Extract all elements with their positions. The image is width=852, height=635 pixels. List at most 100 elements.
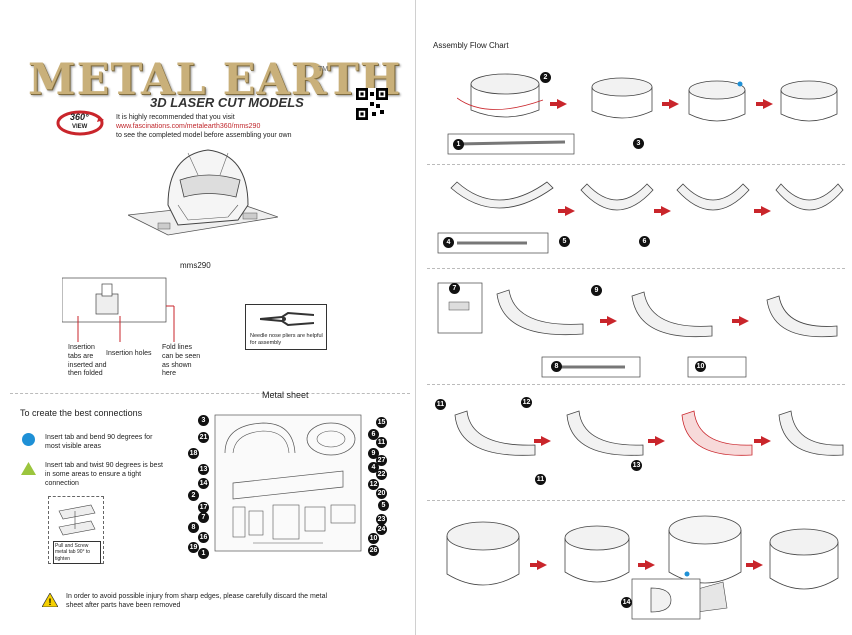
step-number-badge: 7 <box>449 283 460 294</box>
step-number-badge: 8 <box>551 361 562 372</box>
sheet-part-number: 10 <box>368 533 379 544</box>
sheet-part-number: 26 <box>368 545 379 556</box>
instruction-left-page: METAL EARTH TM 3D LASER CUT MODELS 360° … <box>0 0 416 635</box>
step-row2-visor-a <box>450 181 554 209</box>
pliers-note: Needle nose pliers are helpful for assem… <box>250 333 323 346</box>
sheet-part-number: 1 <box>198 548 209 559</box>
brand-subtitle: 3D LASER CUT MODELS <box>150 95 304 110</box>
sheet-part-number: 20 <box>376 488 387 499</box>
model-number: mms290 <box>180 261 211 270</box>
flow-arrow <box>550 99 567 109</box>
sheet-part-number: 22 <box>376 469 387 480</box>
step-row5-helmet-d <box>769 528 839 590</box>
tab-legend-diagram <box>62 277 175 342</box>
step-number-badge: 10 <box>695 361 706 372</box>
step-number-badge: 1 <box>453 139 464 150</box>
step-row3-visor-c <box>766 295 838 338</box>
step-row2-part4 <box>437 232 549 254</box>
step-number-badge: 4 <box>443 237 454 248</box>
sheet-part-number: 8 <box>188 522 199 533</box>
flow-arrow <box>530 560 547 570</box>
row-divider-2 <box>427 268 845 269</box>
sheet-part-number: 3 <box>198 415 209 426</box>
flow-arrow <box>654 206 671 216</box>
intro-line-3: to see the completed model before assemb… <box>116 132 292 139</box>
qr-code[interactable] <box>356 88 388 120</box>
flow-arrow <box>754 436 771 446</box>
intro-line-1: It is highly recommended that you visit <box>116 114 235 121</box>
step-row4-visor-b <box>566 410 644 456</box>
step-number-badge: 13 <box>631 460 642 471</box>
connections-title: To create the best connections <box>20 408 143 418</box>
flow-arrow <box>558 206 575 216</box>
warning-text: In order to avoid possible injury from s… <box>66 593 328 609</box>
brand-logo: METAL EARTH <box>28 55 402 105</box>
sheet-part-number: 21 <box>198 432 209 443</box>
sheet-part-number: 24 <box>376 524 387 535</box>
sheet-part-number: 23 <box>376 514 387 525</box>
row-divider-4 <box>427 500 845 501</box>
step-row3-part8 <box>541 356 641 378</box>
metal-sheet-title: Metal sheet <box>262 390 309 400</box>
twist-illustration: Pull and Screw metal tab 90° to tighten <box>48 496 104 564</box>
row-divider-3 <box>427 384 845 385</box>
sheet-part-number: 14 <box>198 478 209 489</box>
step-number-badge: 11 <box>435 399 446 410</box>
sheet-part-number: 11 <box>376 437 387 448</box>
intro-url[interactable]: www.fascinations.com/metalearth360/mms29… <box>116 123 261 130</box>
step-number-badge: 5 <box>559 236 570 247</box>
sheet-part-number: 16 <box>198 532 209 543</box>
step-row1-helmet-b <box>591 77 653 119</box>
step-row2-visor-d <box>775 183 844 211</box>
flow-chart-title: Assembly Flow Chart <box>433 41 509 50</box>
metal-sheet-diagram <box>214 414 362 552</box>
sheet-part-number: 7 <box>198 512 209 523</box>
flow-arrow <box>756 99 773 109</box>
sheet-part-number: 2 <box>188 490 199 501</box>
view-360-sublabel: VIEW <box>72 124 88 130</box>
step-number-badge: 11 <box>535 474 546 485</box>
step-row3-part10 <box>687 356 747 378</box>
connection-green-text: Insert tab and twist 90 degrees is best … <box>45 462 163 487</box>
flow-arrow <box>534 436 551 446</box>
step-row1-part1 <box>447 133 575 155</box>
sheet-part-number: 12 <box>368 479 379 490</box>
step-number-badge: 2 <box>540 72 551 83</box>
step-row1-helmet-c <box>688 80 746 122</box>
step-number-badge: 6 <box>639 236 650 247</box>
step-row5-helmet-a <box>446 521 520 586</box>
legend-insertion-holes: Insertion holes <box>106 350 152 357</box>
tab-twist-icon <box>58 504 96 536</box>
green-triangle-icon <box>21 462 36 475</box>
step-row2-visor-b <box>580 183 654 211</box>
step-row4-visor-c <box>681 410 753 456</box>
view-360-icon[interactable] <box>55 108 105 138</box>
sheet-part-number: 19 <box>188 542 199 553</box>
pliers-icon <box>260 311 314 327</box>
blue-dot-icon <box>22 433 35 446</box>
sheet-part-number: 4 <box>368 462 379 473</box>
flow-arrow <box>754 206 771 216</box>
flow-arrow <box>638 560 655 570</box>
flow-arrow <box>600 316 617 326</box>
flow-arrow <box>648 436 665 446</box>
step-number-badge: 12 <box>521 397 532 408</box>
step-row5-helmet-b <box>564 525 630 583</box>
sheet-part-number: 5 <box>378 500 389 511</box>
step-row1-helmet-d <box>780 80 838 122</box>
sheet-part-number: 13 <box>198 464 209 475</box>
sheet-part-number: 9 <box>368 448 379 459</box>
step-row4-visor-d <box>778 410 844 456</box>
step-row3-visor-a <box>496 289 584 336</box>
section-divider <box>10 393 410 394</box>
legend-fold-lines: Fold lines can be seen as shown here <box>162 344 201 378</box>
twist-caption: Pull and Screw metal tab 90° to tighten <box>53 541 101 564</box>
pliers-box: Needle nose pliers are helpful for assem… <box>245 304 327 350</box>
flow-arrow <box>662 99 679 109</box>
sheet-part-number: 6 <box>368 429 379 440</box>
instruction-right-page: Assembly Flow Chart <box>417 0 852 635</box>
sheet-part-number: 18 <box>188 448 199 459</box>
helmet-model-illustration <box>128 149 278 236</box>
step-row1-helmet-a <box>457 73 544 118</box>
step-number-badge: 9 <box>591 285 602 296</box>
